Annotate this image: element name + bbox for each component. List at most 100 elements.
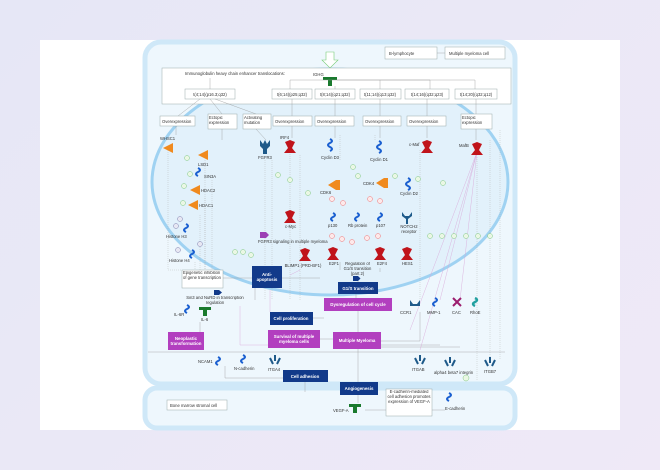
mafb-label: MafB xyxy=(459,143,469,148)
bone-marrow-box xyxy=(166,399,228,411)
cell-adhesion-label: Cell adhesion xyxy=(291,374,320,379)
cmyc-label: c-Myc xyxy=(285,224,296,229)
ccr1-icon xyxy=(410,300,420,306)
itga4-label: ITGA4 xyxy=(268,367,281,372)
lsd1-label: LSD1 xyxy=(198,162,209,167)
rhoe-icon xyxy=(471,296,479,308)
rhoe-label: RhoE xyxy=(470,310,481,315)
cyclin-d1-label: Cyclin D1 xyxy=(370,157,389,162)
notch2-label: NOTCH2 receptor xyxy=(400,225,418,234)
legend-from: B-lymphocyte xyxy=(389,51,415,56)
itgb7-label: ITGB7 xyxy=(484,369,497,374)
hdac1-label: HDAC1 xyxy=(199,203,214,208)
g1s-transition-process[interactable] xyxy=(338,282,378,294)
cell-proliferation-process[interactable] xyxy=(270,312,313,325)
lsd1-icon xyxy=(198,150,208,160)
translocation-item: t(8;14)(q21;q32) xyxy=(320,92,351,97)
itgab-label: ITGAB xyxy=(412,367,425,372)
rb-label: Rb protein xyxy=(348,223,368,228)
il6-label: IL-6 xyxy=(201,317,209,322)
itgb7-icon xyxy=(484,357,496,367)
il6r-icon xyxy=(184,304,190,314)
p107-label: p107 xyxy=(376,223,386,228)
translocation-item: t(6;14)(p25;q32) xyxy=(277,92,308,97)
anti-apoptosis-process[interactable] xyxy=(252,266,282,288)
cyclin-d3-label: Cyclin D3 xyxy=(321,155,340,160)
sin3a-icon xyxy=(195,167,201,177)
survival-label: Survival of multiple myeloma cells xyxy=(273,334,315,344)
translocation-item: t(4;14)(p16.3;q32) xyxy=(193,92,227,97)
effect-item: Ectopic expression xyxy=(209,116,230,125)
hes1-label: HES1 xyxy=(402,261,414,266)
hdac2-icon xyxy=(190,185,200,195)
cdk6-icon xyxy=(328,180,340,190)
e-cadherin-info-label: E-cadherin-mediated cell adhesion promot… xyxy=(387,390,431,404)
e2f4-icon xyxy=(374,247,386,260)
cell-adhesion-process[interactable] xyxy=(283,370,328,382)
bone-marrow-label: Bone marrow stromal cell xyxy=(170,403,217,408)
effect-item: Overexpression xyxy=(275,119,305,124)
histone-h4-label: Histone H4 xyxy=(169,258,190,263)
histone-h3-icon xyxy=(183,223,189,233)
ighg-icon xyxy=(323,77,337,86)
effect-list: Overexpression Ectopic expression Activa… xyxy=(159,113,493,130)
hdac1-icon xyxy=(188,200,198,210)
il6r-label: IL-6R xyxy=(174,312,184,317)
dysregulation-label: Dysregulation of cell cycle xyxy=(330,302,386,307)
sin3a-label: SIN3A xyxy=(204,174,216,179)
p130-icon xyxy=(330,212,336,222)
rb-protein-icon xyxy=(354,212,360,222)
itga4-icon xyxy=(269,355,281,365)
irf4-label: IRF4 xyxy=(280,135,290,140)
g1s-transition-label: G1/S transition xyxy=(342,286,374,291)
neoplastic-transformation-process[interactable] xyxy=(168,332,204,350)
cdk4-label: CDK4 xyxy=(363,181,375,186)
dysregulation-process[interactable] xyxy=(324,298,392,311)
whsc1-icon xyxy=(163,143,173,153)
mmp1-label: MMP-1 xyxy=(427,310,441,315)
e2f1-icon xyxy=(327,247,339,260)
translocation-item: t(11;14)(q13;q32) xyxy=(364,92,397,97)
hes1-icon xyxy=(401,247,413,260)
notch2-receptor-icon xyxy=(402,212,412,224)
irf4-icon xyxy=(284,140,296,153)
epigenetic-label: Epigenetic inhibition of gene transcript… xyxy=(183,271,221,280)
fgfr3-receptor-icon xyxy=(260,140,270,154)
cyclin-d3-icon xyxy=(327,138,333,152)
n-cadherin-label: N-cadherin xyxy=(234,366,255,371)
effect-item: Overexpression xyxy=(162,119,192,124)
cmaf-label: c-Maf xyxy=(409,142,420,147)
vegfa-label: VEGF-A xyxy=(333,408,349,413)
e2f4-label: E2F4 xyxy=(377,261,388,266)
translocation-item: t(14;20)(q32;q12) xyxy=(460,92,493,97)
mmp1-icon xyxy=(432,297,438,307)
ncam1-icon xyxy=(215,356,221,366)
sin3-nurd-icon xyxy=(214,290,222,295)
survival-process[interactable] xyxy=(268,330,320,348)
translocation-list: t(4;14)(p16.3;q32) t(6;14)(p25;q32) t(8;… xyxy=(184,88,498,100)
cdk6-label: CDK6 xyxy=(320,190,332,195)
multiple-myeloma-process[interactable] xyxy=(333,332,381,349)
effect-item: Overexpression xyxy=(317,119,347,124)
angiogenesis-process[interactable] xyxy=(340,382,378,395)
cmaf-icon xyxy=(421,140,433,153)
whsc1-label: WHSC1 xyxy=(160,136,176,141)
cyclin-d2-icon xyxy=(405,177,411,191)
effect-item: Ectopic expression xyxy=(462,116,483,125)
fgfr3-signaling-label: FGFR3 signaling in multiple myeloma xyxy=(258,239,328,244)
e-cadherin-icon xyxy=(446,392,452,402)
e2f1-label: E2F1 xyxy=(329,261,340,266)
cell-proliferation-label: Cell proliferation xyxy=(274,316,309,321)
connectors xyxy=(148,126,505,411)
alpha4-beta7-label: alpha4 beta7 integrin xyxy=(434,370,474,375)
g1s-regulation-label: Regulation of G1/S transition (part 2) xyxy=(343,262,372,276)
fgfr3-signaling-icon xyxy=(260,232,269,238)
effect-item: Overexpression xyxy=(365,119,395,124)
g1s-regulation-icon xyxy=(353,276,361,281)
cac-label: CAC xyxy=(452,310,461,315)
mafb-icon xyxy=(471,142,483,155)
sin3-nurd-label: Sin3 and NuRD in transcription regulatio… xyxy=(186,296,244,305)
itgab-icon xyxy=(414,355,426,365)
e-cadherin-label: E-cadherin xyxy=(445,406,466,411)
